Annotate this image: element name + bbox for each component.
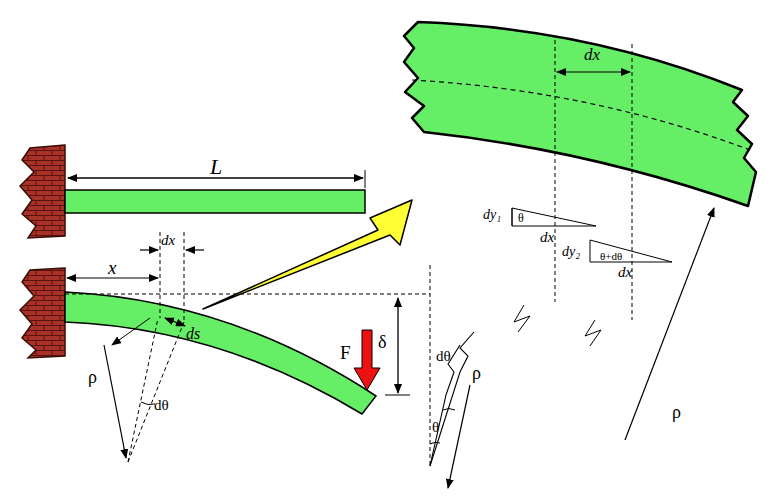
label: ρ — [672, 403, 681, 421]
wall — [20, 145, 65, 238]
label: δ — [378, 333, 386, 351]
beam-unloaded — [65, 190, 365, 213]
beam-bent — [65, 292, 376, 414]
label: dy₂ — [562, 245, 580, 259]
slope-triangle — [512, 208, 596, 226]
label: dx — [584, 46, 600, 63]
label: dθ — [154, 398, 169, 413]
label: ρ — [472, 364, 481, 382]
label: dx — [618, 265, 632, 280]
label: L — [210, 156, 222, 178]
wall — [20, 268, 65, 358]
label: ds — [186, 326, 200, 342]
label: θ+dθ — [600, 251, 622, 262]
label: dy₁ — [483, 208, 501, 222]
label: θ — [432, 420, 439, 435]
label: dx — [540, 230, 554, 245]
beam-segment — [404, 22, 756, 206]
label: dθ — [436, 349, 451, 364]
label: x — [108, 258, 116, 277]
label: ρ — [88, 368, 97, 386]
label: dx — [161, 233, 175, 248]
zoom-arrow — [203, 200, 412, 309]
label: θ — [518, 212, 524, 224]
label: F — [340, 343, 351, 362]
slope-triangle — [590, 240, 672, 262]
force-arrow — [354, 330, 380, 390]
